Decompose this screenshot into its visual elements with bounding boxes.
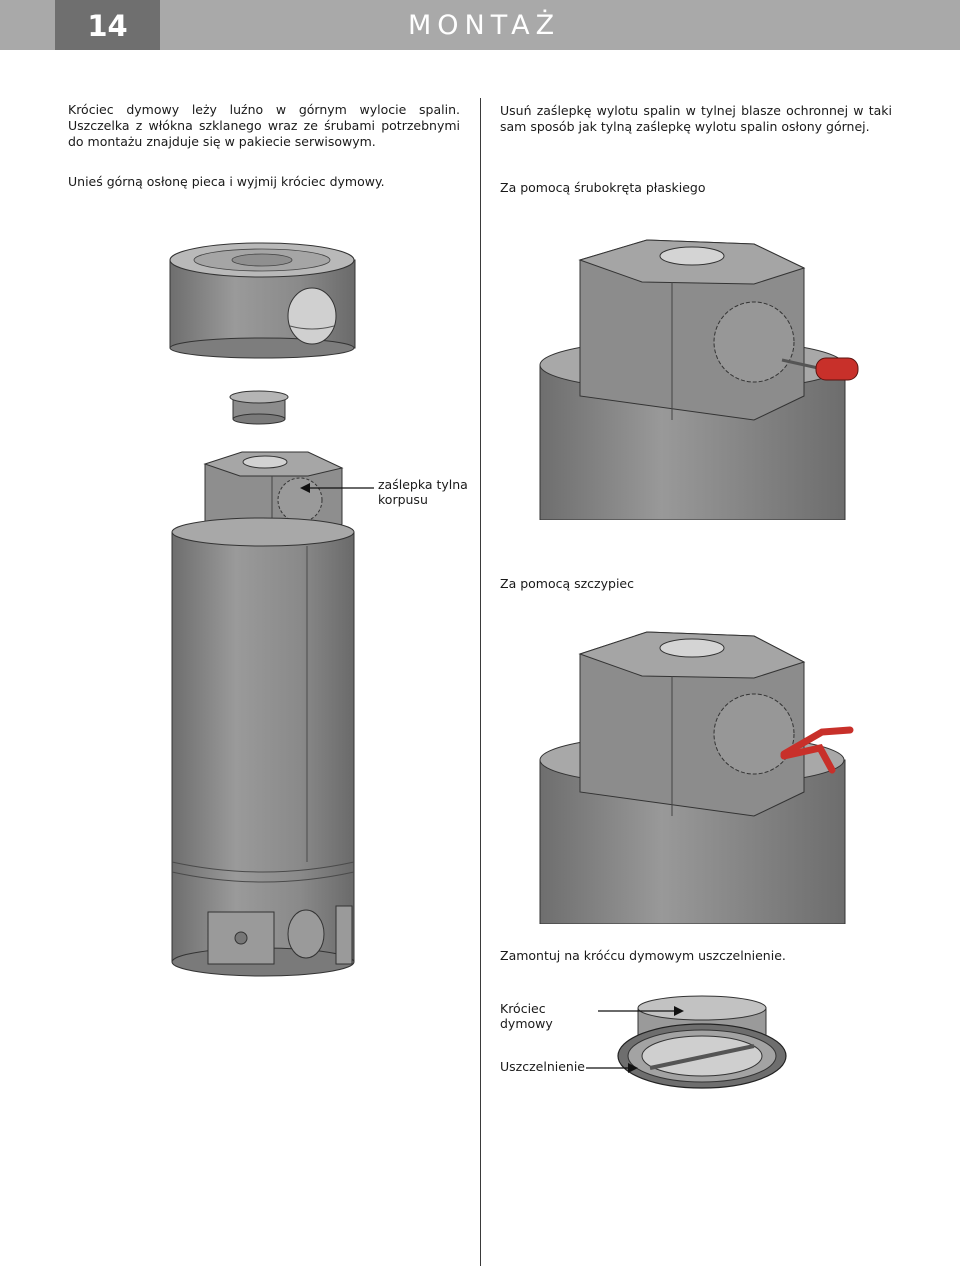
seal-step: Zamontuj na króćcu dymowym uszczelnienie… <box>500 948 786 963</box>
remove-cover-instruction: Usuń zaślepkę wylotu spalin w tylnej bla… <box>500 103 892 134</box>
stove-exploded-figure <box>169 242 356 977</box>
stove-body <box>171 517 355 977</box>
spigot-seal-figure <box>617 995 787 1089</box>
section-title: MONTAŻ <box>408 10 561 41</box>
flue-spigot-pointer <box>598 1006 684 1016</box>
rear-cover-callout: zaślepka tylna korpusu <box>378 477 468 507</box>
screwdriver-step: Za pomocą śrubokręta płaskiego <box>500 180 706 195</box>
rear-cover-pointer <box>300 483 374 493</box>
pliers-tool <box>780 726 854 774</box>
lift-cover-instruction: Unieś górną osłonę pieca i wyjmij krócie… <box>68 174 385 189</box>
top-cover <box>169 242 356 359</box>
seal-label: Uszczelnienie <box>500 1059 585 1074</box>
pliers-figure <box>539 631 854 924</box>
page-number-box: 14 <box>55 0 160 50</box>
page-header: 14 MONTAŻ <box>0 0 960 50</box>
flue-spigot-label: Króciec dymowy <box>500 1001 553 1031</box>
screwdriver-figure <box>539 239 859 520</box>
intro-paragraph: Króciec dymowy leży luźno w górnym wyloc… <box>68 102 460 149</box>
screwdriver-tool <box>781 357 859 381</box>
column-divider <box>480 98 481 1266</box>
page-number: 14 <box>87 9 128 43</box>
flue-spigot-part <box>229 390 289 425</box>
pliers-step: Za pomocą szczypiec <box>500 576 634 591</box>
seal-pointer <box>586 1063 638 1073</box>
